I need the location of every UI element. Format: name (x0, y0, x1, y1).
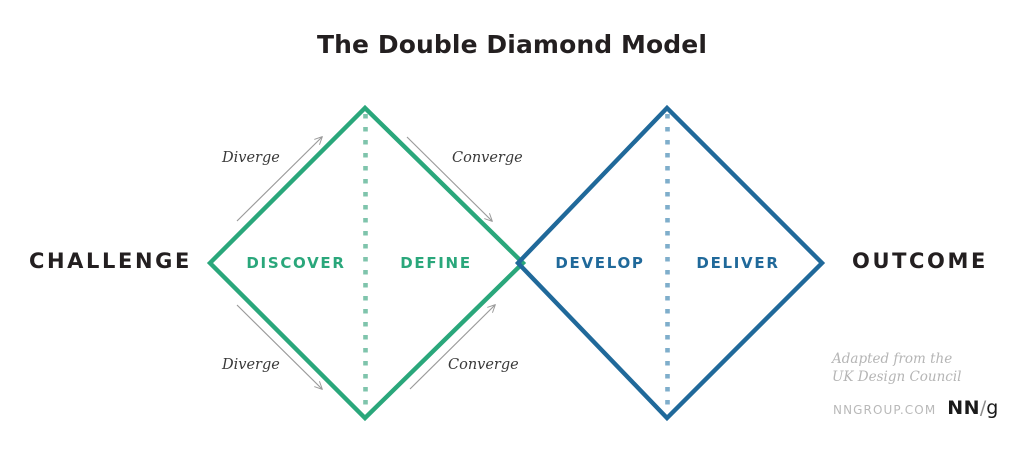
page-title: The Double Diamond Model (316, 30, 708, 59)
flow-label-converge-bottom: Converge (448, 357, 519, 373)
footer-brand-row: NNGROUP.COM NN/g (833, 399, 998, 418)
diverge-bottom-arrow (236, 304, 323, 390)
site-url-text: NNGROUP.COM (833, 403, 937, 417)
outcome-label: OUTCOME (852, 249, 988, 273)
phase-label-deliver: DELIVER (696, 254, 780, 272)
phase-label-discover: DISCOVER (246, 254, 346, 272)
diverge-top-arrow (236, 136, 323, 222)
phase-label-develop: DEVELOP (555, 254, 645, 272)
flow-label-converge-top: Converge (452, 150, 523, 166)
attribution-line-2: UK Design Council (832, 369, 962, 385)
challenge-label: CHALLENGE (29, 249, 192, 273)
converge-top-arrow (406, 136, 493, 222)
nng-logo-nn: NN (947, 397, 980, 419)
nng-logo: NN/g (947, 399, 998, 418)
converge-bottom-arrow (409, 304, 496, 390)
nng-logo-g: g (986, 397, 999, 419)
green-diamond-outline (206, 104, 527, 422)
flow-label-diverge-top: Diverge (222, 150, 280, 166)
phase-label-define: DEFINE (400, 254, 472, 272)
flow-label-diverge-bottom: Diverge (222, 357, 280, 373)
blue-diamond-outline (514, 104, 826, 422)
nng-logo-slash: / (979, 397, 987, 419)
attribution-text: Adapted from the UK Design Council (832, 350, 961, 386)
attribution-line-1: Adapted from the (832, 351, 953, 367)
